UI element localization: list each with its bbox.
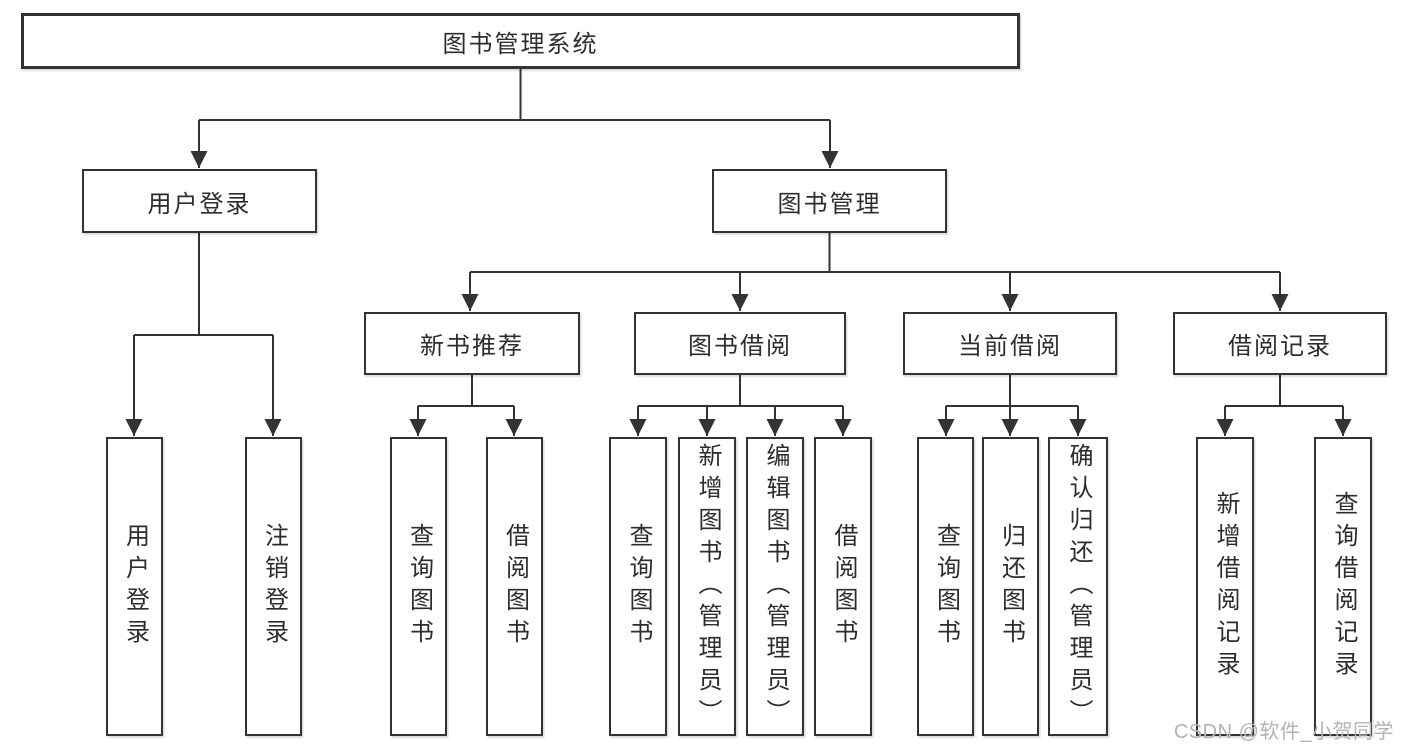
connector-user-login-to-leaves	[125, 233, 282, 436]
node-borrow-records: 借阅记录	[1173, 312, 1387, 375]
connector-root-to-level2	[190, 69, 839, 168]
leaf-edit-book-admin: 编辑图书（管理员）	[746, 437, 804, 736]
leaf-query-books-current: 查询图书	[917, 437, 974, 736]
connector-current-borrow-to-leaves	[937, 375, 1087, 436]
leaf-borrow-books-recommend: 借阅图书	[486, 437, 543, 736]
leaf-query-books-borrow: 查询图书	[609, 437, 667, 736]
leaf-return-book: 归还图书	[982, 437, 1039, 736]
node-book-borrow: 图书借阅	[634, 312, 846, 375]
connector-new-book-recommend-to-leaves	[409, 375, 523, 436]
connector-borrow-records-to-leaves	[1216, 375, 1352, 436]
leaf-borrow-books: 借阅图书	[814, 437, 872, 736]
node-current-borrow: 当前借阅	[903, 312, 1117, 375]
node-book-management: 图书管理	[712, 169, 947, 233]
leaf-query-borrow-record: 查询借阅记录	[1314, 437, 1372, 736]
leaf-confirm-return-admin: 确认归还（管理员）	[1048, 437, 1108, 736]
leaf-add-book-admin: 新增图书（管理员）	[678, 437, 736, 736]
node-new-book-recommend: 新书推荐	[364, 312, 580, 375]
csdn-watermark: CSDN @软件_小贺同学	[1173, 721, 1394, 743]
leaf-query-books-recommend: 查询图书	[390, 437, 447, 736]
node-user-login: 用户登录	[82, 169, 317, 233]
connector-book-borrow-to-leaves	[629, 375, 852, 436]
leaf-user-login: 用户登录	[106, 437, 163, 736]
node-library-system: 图书管理系统	[21, 13, 1020, 69]
leaf-logout: 注销登录	[245, 437, 302, 736]
leaf-add-borrow-record: 新增借阅记录	[1196, 437, 1254, 736]
connector-book-management-to-level3	[461, 233, 1289, 311]
